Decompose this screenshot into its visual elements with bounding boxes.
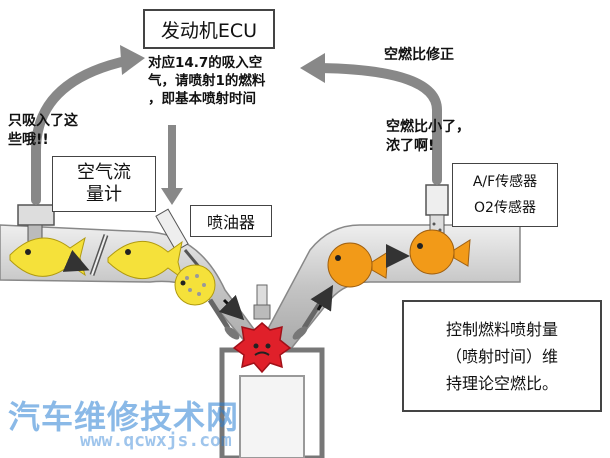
injector-icon: [155, 208, 202, 269]
combustion-burst-icon: [232, 322, 292, 374]
watermark-url: www.qcwxjs.com: [80, 430, 232, 451]
rich-speech: 空燃比小了， 浓了啊!: [386, 119, 470, 154]
control-strategy-box: 控制燃料喷射量 （喷射时间）维 持理论空燃比。: [402, 300, 602, 412]
air-flow-meter-box: 空气流 量计: [52, 156, 156, 212]
spark-plug-icon: [253, 284, 271, 320]
watermark-cn: 汽车维修技术网: [8, 398, 240, 436]
sensor-box: A/F传感器 O2传感器: [452, 163, 558, 227]
intake-speech: 只吸入了这 些哦!!: [8, 113, 78, 148]
ecu-message: 对应14.7的吸入空 气，请喷射1的燃料 ，即基本喷射时间: [148, 55, 266, 107]
af-sensor-label: A/F传感器: [472, 174, 538, 190]
signal-arrow-airflow-to-ecu: [31, 55, 135, 205]
air-flow-meter-label: 空气流 量计: [77, 162, 131, 205]
o2-sensor-label: O2传感器: [474, 200, 536, 216]
fish-exhaust-1-icon: [327, 242, 389, 288]
flow-arrow-3: [310, 284, 334, 312]
fish-mixture-icon: [174, 264, 216, 306]
control-strategy-text: 控制燃料喷射量 （喷射时间）维 持理论空燃比。: [445, 319, 558, 393]
injector-label: 喷油器: [206, 213, 255, 232]
fish-air-2-icon: [107, 240, 183, 280]
ecu-box: 发动机ECU: [143, 9, 275, 49]
af-correction-label: 空燃比修正: [384, 47, 454, 63]
flow-arrow-2: [218, 294, 245, 321]
ecu-label: 发动机ECU: [160, 19, 258, 42]
signal-arrow-sensor-to-ecu: [315, 63, 442, 185]
flow-arrow-1: [62, 249, 90, 272]
injector-box: 喷油器: [190, 205, 272, 237]
fish-exhaust-2-icon: [409, 229, 471, 275]
throttle-icon: [89, 234, 109, 276]
